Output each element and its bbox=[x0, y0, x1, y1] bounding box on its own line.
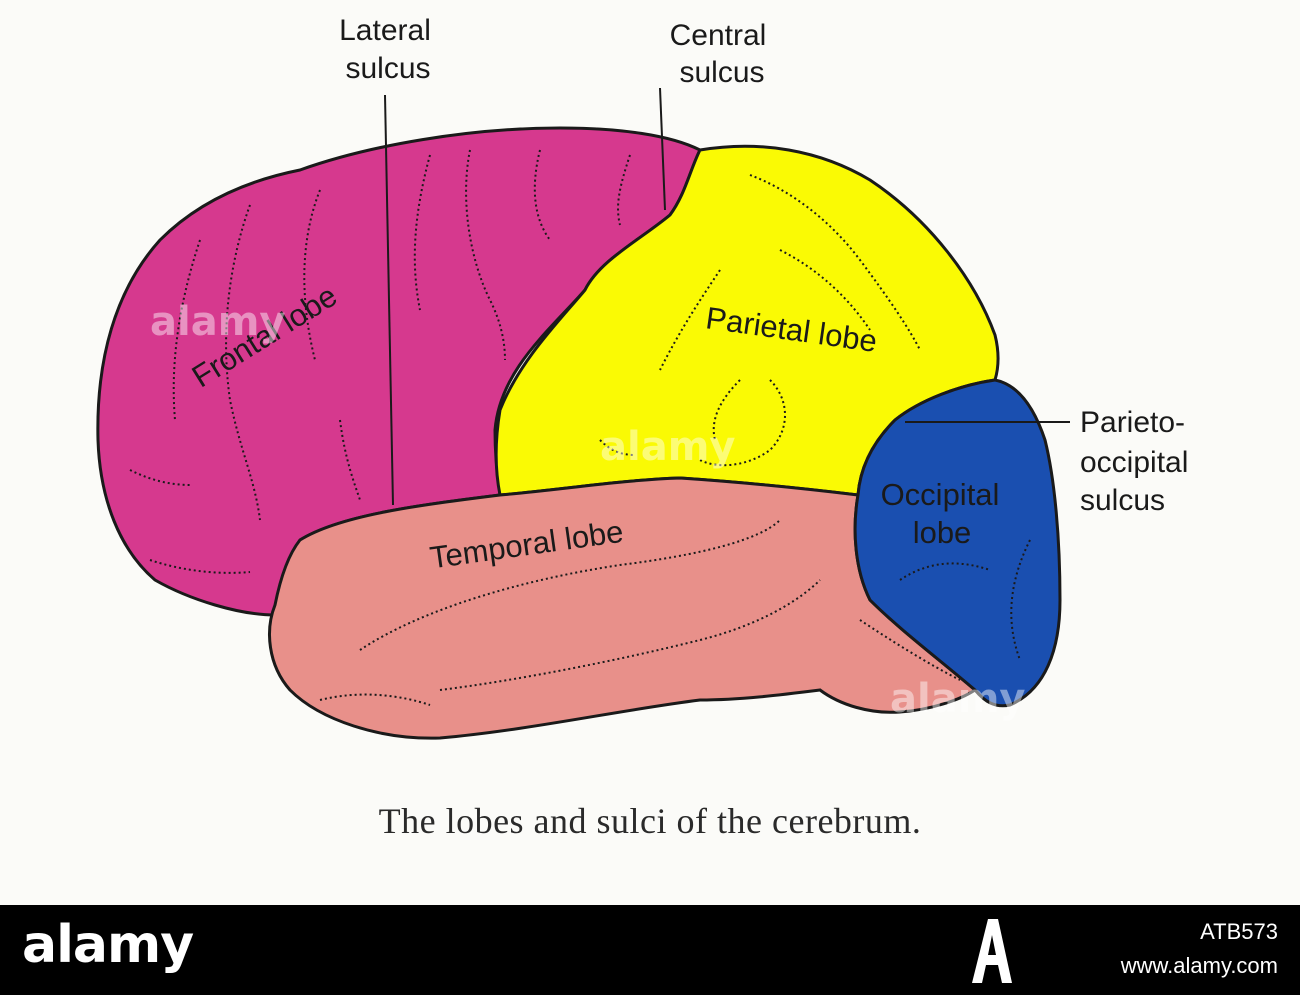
occipital-gyri bbox=[899, 539, 1031, 661]
parietal-gyri bbox=[599, 174, 921, 467]
watermark-group: alamy alamy alamy bbox=[150, 299, 1025, 722]
central-sulcus-label-line1: Central bbox=[670, 19, 767, 52]
occipital-lobe-region bbox=[853, 378, 1062, 708]
temporal-gyri bbox=[319, 519, 961, 706]
lateral-sulcus-label-line1: Lateral bbox=[339, 14, 431, 47]
occipital-lobe-label-line1: Occipital bbox=[881, 477, 1000, 512]
figure-caption: The lobes and sulci of the cerebrum. bbox=[378, 801, 922, 841]
site-url[interactable]: www.alamy.com bbox=[1120, 953, 1278, 978]
frontal-gyri bbox=[129, 149, 631, 574]
brand-logo: alamy bbox=[22, 915, 194, 975]
watermark-center: alamy bbox=[600, 424, 735, 470]
parieto-occipital-label-line3: sulcus bbox=[1080, 484, 1165, 517]
occipital-lobe-label-line2: lobe bbox=[913, 515, 972, 550]
parietal-temporal-boundary bbox=[679, 477, 859, 496]
central-sulcus-leader bbox=[659, 87, 666, 211]
temporal-lobe-region bbox=[268, 476, 978, 740]
parieto-occipital-label-line2: occipital bbox=[1080, 446, 1188, 479]
lateral-sulcus-leader bbox=[384, 94, 394, 506]
parieto-occipital-label-line1: Parieto- bbox=[1080, 406, 1185, 439]
brain-diagram: Lateral sulcus Central sulcus Parieto- o… bbox=[96, 14, 1188, 740]
image-id: ATB573 bbox=[1200, 919, 1278, 944]
watermark-left: alamy bbox=[150, 299, 285, 345]
figure-area: Lateral sulcus Central sulcus Parieto- o… bbox=[96, 14, 1189, 841]
alamy-a-icon bbox=[972, 919, 1012, 983]
footer-bar: alamy ATB573 www.alamy.com bbox=[0, 905, 1300, 995]
lateral-sulcus-label-line2: sulcus bbox=[345, 52, 430, 85]
central-sulcus-label-line2: sulcus bbox=[679, 56, 764, 89]
watermark-right: alamy bbox=[890, 676, 1025, 722]
